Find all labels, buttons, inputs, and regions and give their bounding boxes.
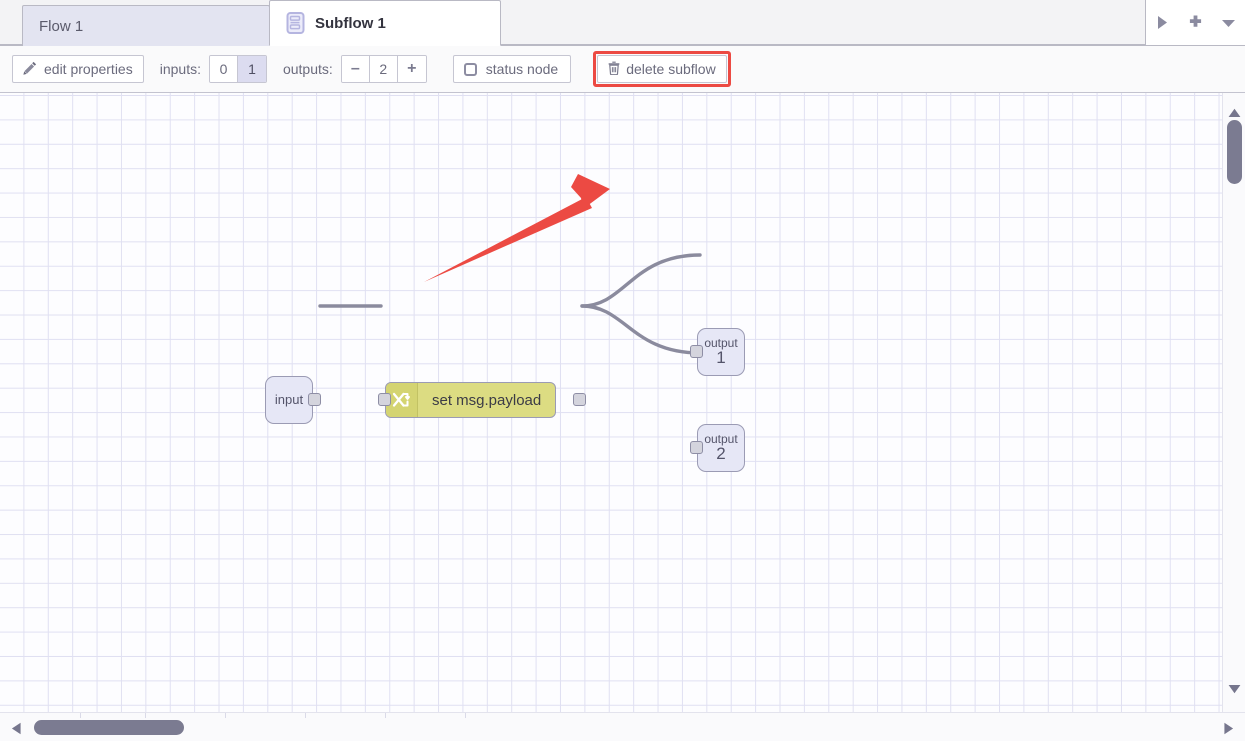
scroll-left-arrow-icon[interactable] [11, 722, 22, 740]
input-node-output-port[interactable] [308, 393, 321, 406]
output-node-1-body[interactable]: output 1 [697, 328, 745, 376]
edit-properties-label: edit properties [44, 61, 133, 77]
scroll-down-arrow-icon[interactable] [1228, 681, 1241, 699]
outputs-label: outputs: [282, 61, 333, 77]
delete-subflow-label: delete subflow [626, 61, 716, 77]
output-node-2-input-port[interactable] [690, 441, 703, 454]
output-node-2-number: 2 [716, 444, 726, 464]
subflow-toolbar: edit properties inputs: 0 1 outputs: – 2… [0, 46, 1245, 93]
tab-subflow-1-label: Subflow 1 [315, 14, 386, 32]
tab-flow-1[interactable]: Flow 1 [22, 5, 270, 46]
input-node[interactable]: input [265, 376, 321, 424]
inputs-option-0[interactable]: 0 [209, 56, 238, 82]
input-node-label: input [274, 392, 304, 408]
delete-subflow-highlight: delete subflow [593, 51, 731, 87]
change-node-output-port[interactable] [573, 393, 586, 406]
scroll-right-arrow-icon[interactable] [1223, 722, 1234, 740]
tab-subflow-1[interactable]: Subflow 1 [269, 0, 501, 46]
wire-change-to-output-1 [580, 253, 702, 308]
output-node-2[interactable]: output 2 [690, 424, 745, 472]
status-node-checkbox-icon[interactable] [463, 62, 477, 76]
wire-change-to-output-2 [580, 304, 702, 355]
tab-bar-underline [0, 44, 1245, 45]
trash-icon [608, 61, 620, 78]
output-node-1-label: output [704, 335, 738, 350]
canvas-wires-layer [318, 174, 702, 355]
edit-properties-button[interactable]: edit properties [12, 55, 144, 83]
vertical-scrollbar-thumb[interactable] [1227, 120, 1242, 184]
change-node-body[interactable]: set msg.payload [385, 382, 557, 418]
inputs-option-1[interactable]: 1 [237, 56, 266, 82]
tab-bar: Flow 1 Subflow 1 [0, 0, 1245, 46]
inputs-label: inputs: [159, 61, 201, 77]
output-node-2-body[interactable]: output 2 [697, 424, 745, 472]
outputs-decrement-button[interactable]: – [341, 56, 370, 82]
add-tab-icon[interactable] [1184, 11, 1208, 35]
outputs-increment-button[interactable]: + [397, 56, 426, 82]
horizontal-scrollbar[interactable] [0, 712, 1245, 741]
output-node-1-input-port[interactable] [690, 345, 703, 358]
subflow-icon [286, 12, 305, 34]
tab-strip: Flow 1 Subflow 1 [0, 0, 501, 46]
status-node-label: status node [485, 61, 559, 77]
vertical-scrollbar[interactable] [1222, 93, 1245, 712]
scroll-tabs-right-icon[interactable] [1151, 11, 1175, 35]
pencil-icon [23, 61, 37, 78]
input-node-body[interactable]: input [265, 376, 313, 424]
output-node-2-label: output [704, 431, 738, 446]
tab-actions [1145, 0, 1245, 45]
status-node-toggle[interactable]: status node [452, 55, 572, 83]
inputs-segmented-control: 0 1 [208, 55, 267, 83]
horizontal-scrollbar-thumb[interactable] [34, 720, 184, 735]
change-node[interactable]: set msg.payload [378, 382, 586, 418]
output-node-1[interactable]: output 1 [690, 328, 745, 376]
scroll-up-arrow-icon[interactable] [1228, 105, 1241, 123]
output-node-1-number: 1 [716, 348, 726, 368]
red-arrow-annotation [424, 174, 610, 282]
tab-flow-1-label: Flow 1 [39, 17, 84, 35]
shuffle-icon [386, 383, 418, 417]
flow-canvas[interactable]: input set msg.payload ou [0, 93, 1222, 712]
tab-menu-chevron-icon[interactable] [1217, 11, 1241, 35]
change-node-label: set msg.payload [432, 391, 542, 409]
outputs-stepper: – 2 + [340, 55, 427, 83]
change-node-input-port[interactable] [378, 393, 391, 406]
outputs-value: 2 [369, 56, 398, 82]
delete-subflow-button[interactable]: delete subflow [597, 55, 727, 83]
